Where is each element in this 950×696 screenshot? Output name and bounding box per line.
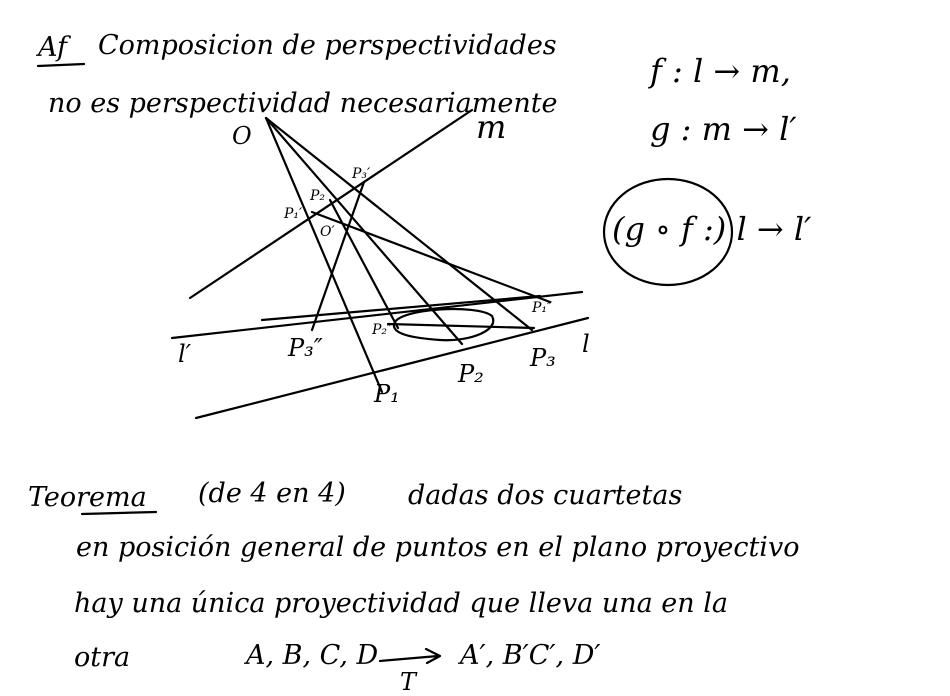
source-points: A, B, C, D — [243, 640, 379, 671]
title-line-2: no es perspectividad necesariamente — [48, 88, 558, 119]
segment-P2double — [386, 322, 536, 330]
theorem-line-2: en posición general de puntos en el plan… — [76, 532, 799, 563]
label-P3-prime: P₃′ — [351, 166, 371, 182]
label-l: l — [582, 330, 590, 358]
label-center-O-prime: O′ — [320, 224, 335, 240]
line-to-P1double — [260, 294, 542, 322]
label-O: O — [232, 122, 252, 150]
theorem-line-3: hay una única proyectividad que lleva un… — [74, 588, 728, 619]
label-P3-double: P₃″ — [287, 334, 323, 362]
label-P2-prime: P₂ — [309, 188, 325, 204]
arrow-icon — [378, 647, 442, 665]
theorem-underline — [80, 510, 158, 516]
title-underline — [36, 62, 86, 68]
theorem-paren: (de 4 en 4) — [198, 478, 346, 509]
line-P1prime-P1double — [310, 210, 552, 304]
map-f: f : l → m, — [648, 52, 791, 90]
composite-circle — [602, 177, 734, 287]
map-composite: (g ∘ f :) l → l′ — [612, 210, 812, 248]
label-P1-prime: P₁′ — [283, 206, 303, 222]
theorem-line-1: dadas dos cuartetas — [408, 480, 682, 511]
ray-O-P3 — [264, 116, 534, 332]
line-P3prime-P3double — [310, 180, 366, 332]
line-l-prime — [170, 290, 584, 340]
line-P2prime-P2double — [328, 198, 400, 330]
theorem-line-4-word: otra — [74, 642, 130, 673]
title-prefix: Af — [35, 32, 71, 63]
title-text: Composicion de perspectividades — [98, 30, 557, 61]
label-P1: P₁ — [373, 380, 400, 408]
theorem-heading: Teorema — [28, 482, 147, 513]
label-m: m — [476, 108, 506, 146]
label-P3: P₃ — [529, 344, 556, 372]
target-points: A′, B′C′, D′ — [457, 640, 601, 671]
perspectivity-figure: O m l′ l P₁ P₂ P₃ P₁′ P₂ P₃′ P₃″ P₁″ P₂″… — [170, 108, 590, 420]
label-P1-double: P₁″ — [531, 300, 553, 316]
map-g: g : m → l′ — [650, 110, 797, 148]
label-l-prime: l′ — [178, 340, 192, 368]
label-P2: P₂ — [457, 360, 484, 388]
line-l — [194, 316, 590, 420]
map-label-T: T — [400, 668, 418, 696]
label-P2-double: P₂″ — [371, 322, 393, 338]
highlight-loop — [392, 307, 495, 342]
ray-O-P1 — [264, 116, 384, 394]
